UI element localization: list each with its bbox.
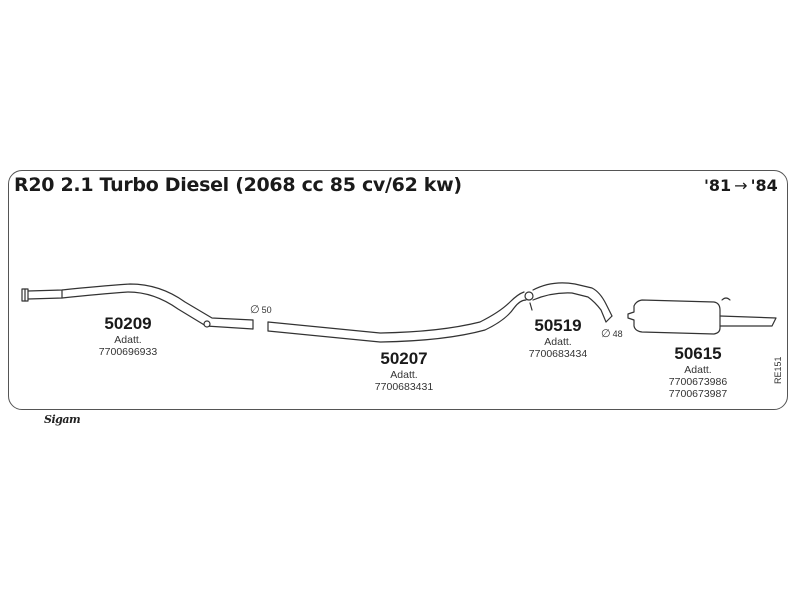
front-pipe-50209 bbox=[27, 283, 254, 330]
adapt-label: Adatt. bbox=[390, 368, 418, 381]
diameter-value: 48 bbox=[612, 329, 623, 339]
diameter-48: ∅48 bbox=[601, 327, 623, 340]
brand-logo: Sigam bbox=[44, 413, 81, 426]
part-50209: 50209 Adatt. 7700696933 bbox=[78, 314, 178, 358]
intermediate-pipe-50207 bbox=[267, 291, 527, 343]
ref-number: 7700673987 bbox=[668, 387, 728, 400]
ref-number: 7700696933 bbox=[98, 345, 158, 358]
diameter-value: 50 bbox=[261, 305, 272, 315]
diameter-icon: ∅ bbox=[250, 304, 260, 316]
ref-number: 7700683434 bbox=[528, 347, 588, 360]
rear-muffler-50615 bbox=[627, 297, 777, 335]
part-number: 50615 bbox=[674, 344, 722, 363]
adapt-label: Adatt. bbox=[114, 333, 142, 346]
diameter-50: ∅50 bbox=[250, 303, 272, 316]
part-50207: 50207 Adatt. 7700683431 bbox=[354, 349, 454, 393]
diagram-code: RE151 bbox=[773, 356, 783, 384]
year-range: '81→'84 bbox=[704, 176, 778, 195]
year-from: '81 bbox=[704, 176, 732, 195]
diagram-frame bbox=[8, 170, 788, 410]
adapt-label: Adatt. bbox=[684, 363, 712, 376]
year-arrow: → bbox=[734, 176, 748, 195]
year-to: '84 bbox=[750, 176, 778, 195]
part-number: 50209 bbox=[104, 314, 152, 333]
front-flange bbox=[21, 288, 29, 302]
part-number: 50207 bbox=[380, 349, 428, 368]
ref-number: 7700673986 bbox=[668, 375, 728, 388]
diameter-icon: ∅ bbox=[601, 328, 611, 340]
part-number: 50519 bbox=[534, 316, 582, 335]
adapt-label: Adatt. bbox=[544, 335, 572, 348]
middle-pipe-50519 bbox=[524, 282, 613, 323]
part-50615: 50615 Adatt. 7700673986 7700673987 bbox=[648, 344, 748, 400]
ref-number: 7700683431 bbox=[374, 380, 434, 393]
vehicle-title: R20 2.1 Turbo Diesel (2068 cc 85 cv/62 k… bbox=[14, 174, 462, 196]
part-50519: 50519 Adatt. 7700683434 bbox=[508, 316, 608, 360]
